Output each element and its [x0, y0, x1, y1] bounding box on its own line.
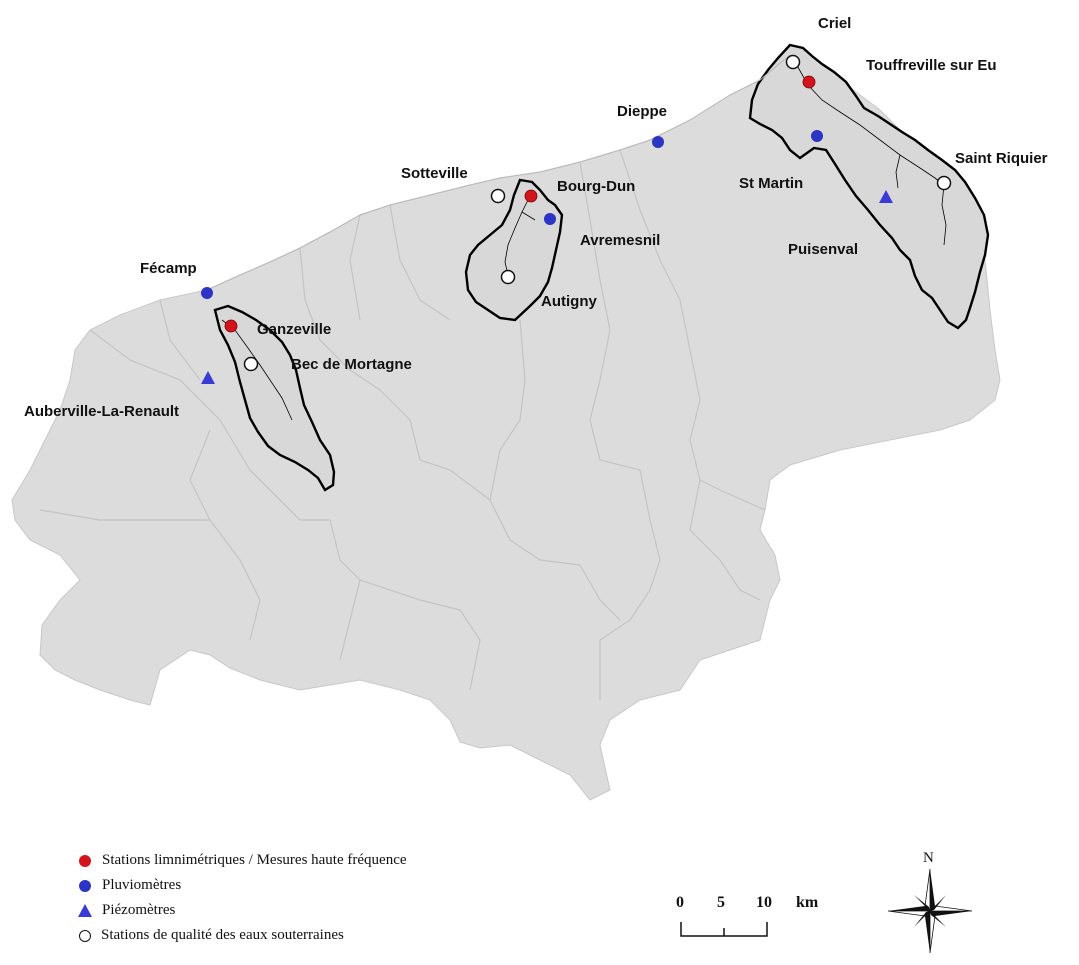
compass-rose-icon [887, 868, 973, 954]
marker-limni-ganzeville [224, 319, 238, 333]
legend-item-limni: Stations limnimétriques / Mesures haute … [78, 848, 407, 873]
legend-item-pluvio: Pluviomètres [78, 873, 407, 898]
marker-quality-criel [785, 54, 801, 70]
catchment-bourg-dun [464, 178, 564, 322]
label-criel: Criel [818, 15, 851, 32]
scale-unit: km [796, 894, 819, 911]
legend-label: Pluviomètres [102, 877, 182, 893]
label-autigny: Autigny [541, 293, 597, 310]
marker-quality-autigny [500, 269, 516, 285]
blue-triangle-icon [78, 904, 92, 917]
label-avremesnil: Avremesnil [580, 232, 660, 249]
marker-piezo-auberville [201, 371, 215, 384]
marker-quality-sotteville [490, 188, 506, 204]
label-touffreville: Touffreville sur Eu [866, 57, 997, 74]
marker-quality-saint-riquier [936, 175, 952, 191]
white-circle-icon [79, 929, 91, 942]
marker-piezo-puisenval [879, 190, 893, 203]
scale-tick-0: 0 [676, 894, 684, 911]
scale-tick-5: 5 [717, 894, 725, 911]
label-puisenval: Puisenval [788, 241, 858, 258]
marker-limni-bourg-dun [524, 189, 538, 203]
coastline [206, 54, 791, 291]
red-circle-icon [79, 854, 91, 867]
legend-item-piezo: Piézomètres [78, 898, 407, 923]
legend-label: Piézomètres [102, 902, 176, 918]
subbasin-boundaries [39, 149, 766, 700]
compass-north-label: N [923, 850, 934, 866]
legend-item-quality: Stations de qualité des eaux souterraine… [78, 923, 407, 948]
legend-label: Stations limnimétriques / Mesures haute … [102, 852, 407, 868]
label-bourg-dun: Bourg-Dun [557, 178, 635, 195]
label-auberville: Auberville-La-Renault [24, 403, 179, 420]
marker-pluvio-fecamp [201, 287, 213, 299]
legend-label: Stations de qualité des eaux souterraine… [101, 927, 344, 943]
marker-pluvio-st-martin [811, 130, 823, 142]
marker-limni-touffreville [802, 75, 816, 89]
label-ganzeville: Ganzeville [257, 321, 331, 338]
catchment-yeres [748, 43, 990, 330]
blue-circle-icon [79, 879, 91, 892]
label-dieppe: Dieppe [617, 103, 667, 120]
label-sotteville: Sotteville [401, 165, 468, 182]
marker-quality-bec-de-mortagne [243, 356, 259, 372]
legend: Stations limnimétriques / Mesures haute … [78, 848, 407, 948]
marker-pluvio-dieppe [652, 136, 664, 148]
label-saint-riquier: Saint Riquier [955, 150, 1048, 167]
scale-tick-10: 10 [756, 894, 772, 911]
catchment-ganzeville [213, 304, 336, 492]
label-bec-de-mortagne: Bec de Mortagne [291, 356, 412, 373]
marker-pluvio-avremesnil [544, 213, 556, 225]
scale-bar [680, 922, 768, 937]
label-fecamp: Fécamp [140, 260, 197, 277]
label-st-martin: St Martin [739, 175, 803, 192]
